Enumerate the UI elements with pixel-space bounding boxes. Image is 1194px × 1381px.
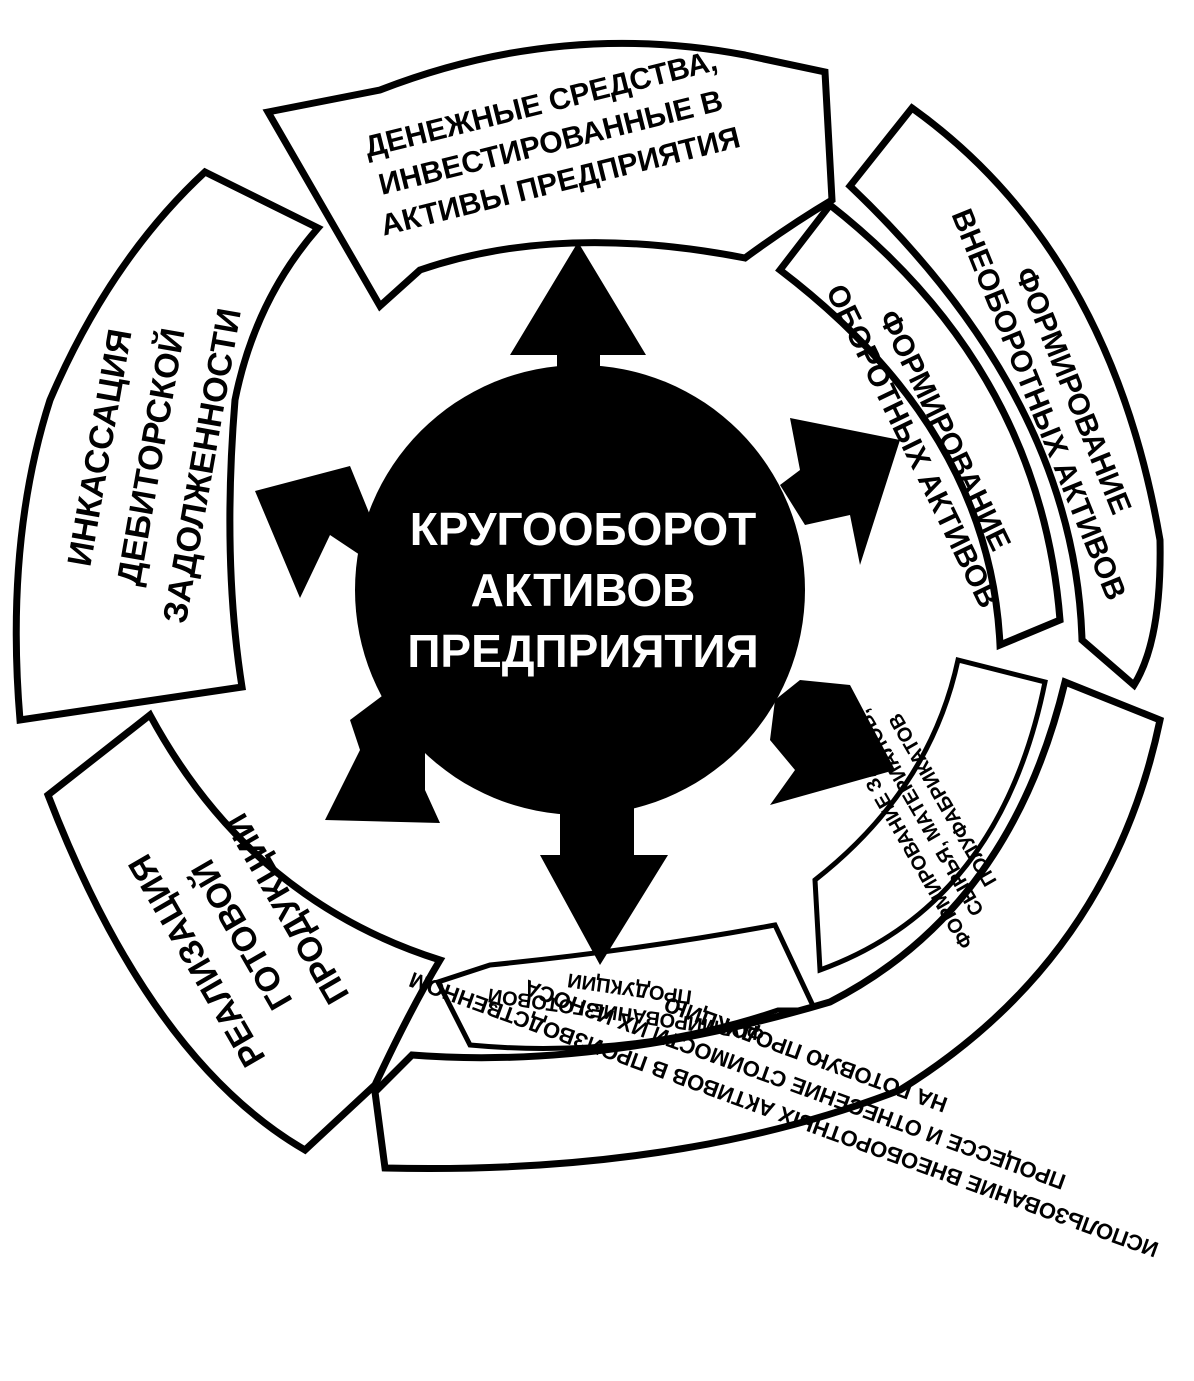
arrow-left-down-icon [325, 690, 440, 823]
segment-current-formation [775, 200, 1064, 651]
segment-collection [12, 167, 324, 725]
segment-money-invested [262, 39, 836, 312]
segment-use-non-current [371, 677, 1165, 1173]
arrow-left-up-icon [255, 466, 372, 598]
center-circle [355, 365, 805, 815]
segment-non-current-formation [845, 103, 1164, 691]
arrow-right-down-icon [770, 680, 895, 805]
segment-sales [43, 709, 446, 1155]
center-title-line-2: АКТИВОВ [471, 564, 696, 616]
center-title-line-3: ПРЕДПРИЯТИЯ [407, 625, 758, 677]
segment-stocks-formation [812, 656, 1048, 974]
arrow-down-icon [540, 790, 668, 965]
arrow-right-up-icon [780, 418, 900, 565]
arrows [255, 242, 900, 965]
arrow-up-icon [510, 242, 646, 400]
center-title-line-1: КРУГООБОРОТ [410, 503, 757, 555]
